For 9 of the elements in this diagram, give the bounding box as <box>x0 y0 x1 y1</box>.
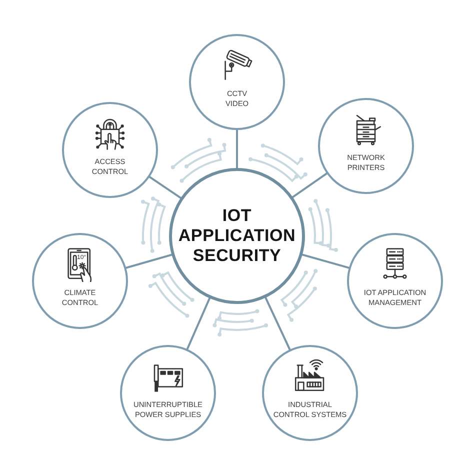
connector-line <box>148 176 182 200</box>
connector-line <box>236 129 238 169</box>
connector-line <box>291 172 328 199</box>
hub-title: IOT APPLICATION SECURITY <box>177 206 297 266</box>
connector-line <box>124 254 173 270</box>
hub-circle <box>169 168 305 304</box>
connector-line <box>264 296 292 351</box>
connector-line <box>301 253 350 270</box>
connector-line <box>186 296 211 350</box>
